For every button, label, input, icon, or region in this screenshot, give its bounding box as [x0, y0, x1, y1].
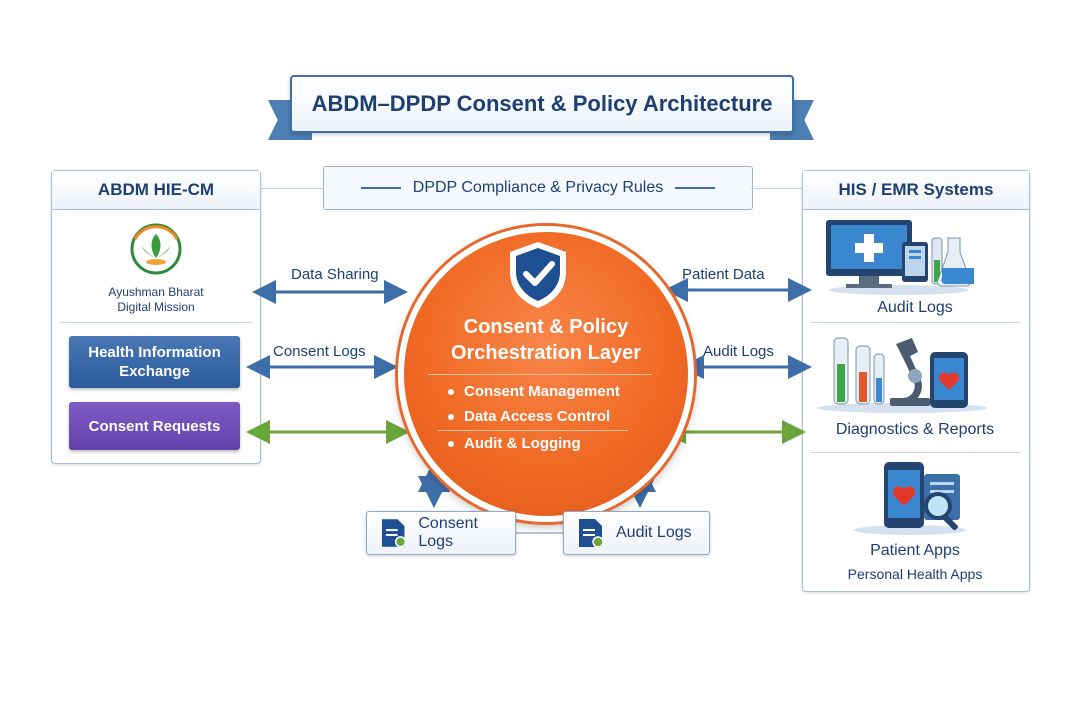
- connector-line: [260, 188, 323, 189]
- center-divider: [438, 430, 628, 431]
- right-item-label: Patient Apps: [870, 542, 960, 559]
- document-search-icon: [579, 519, 604, 548]
- lab-microscope-icon: [817, 337, 987, 413]
- right-item-sublabel: Personal Health Apps: [847, 566, 983, 582]
- right-item-label: Audit Logs: [877, 299, 953, 316]
- health-information-exchange-button[interactable]: Health Information Exchange: [69, 336, 240, 388]
- center-title-line1: Consent & Policy: [463, 316, 629, 338]
- computer-lab-icon: [826, 220, 974, 295]
- consent-logs-label: Consent Logs: [418, 515, 478, 550]
- document-search-icon: [381, 519, 407, 548]
- dpdp-banner-text: DPDP Compliance & Privacy Rules: [412, 179, 664, 196]
- arrow-label-data-sharing: Data Sharing: [291, 266, 379, 283]
- center-list-item: Data Access Control: [448, 408, 610, 425]
- mobile-health-icon: [854, 462, 966, 535]
- dpdp-banner: DPDP Compliance & Privacy Rules: [323, 166, 753, 210]
- page-title: ABDM–DPDP Consent & Policy Architecture: [311, 91, 773, 116]
- audit-logs-label: Audit Logs: [616, 524, 692, 541]
- bullet-dot: [448, 440, 454, 447]
- panel-header: HIS / EMR Systems: [803, 171, 1029, 210]
- audit-logs-box[interactable]: Audit Logs: [563, 511, 710, 555]
- arrow-label-audit-logs: Audit Logs: [703, 343, 774, 360]
- consent-logs-box[interactable]: Consent Logs: [366, 511, 516, 555]
- banner-line-left: [360, 187, 401, 189]
- center-list-item: Consent Management: [448, 383, 620, 400]
- bullet-dot: [448, 413, 454, 420]
- center-item-label: Consent Management: [464, 383, 620, 400]
- arrow-label-patient-data: Patient Data: [682, 266, 765, 283]
- arrow-label-consent-logs: Consent Logs: [273, 343, 366, 360]
- logo-text-line2: Digital Mission: [117, 300, 195, 314]
- consent-requests-button[interactable]: Consent Requests: [69, 402, 240, 450]
- banner-line-right: [675, 187, 716, 189]
- shield-check-icon: [510, 242, 566, 308]
- abdm-logo-icon: [130, 223, 182, 275]
- center-list-item: Audit & Logging: [448, 435, 581, 452]
- center-item-label: Audit & Logging: [464, 435, 581, 452]
- divider: [60, 322, 252, 323]
- center-divider: [428, 374, 652, 375]
- center-item-label: Data Access Control: [464, 408, 611, 425]
- divider: [810, 322, 1020, 323]
- center-title-line2: Orchestration Layer: [450, 342, 642, 364]
- bullet-dot: [448, 388, 454, 395]
- title-banner: ABDM–DPDP Consent & Policy Architecture: [290, 75, 794, 133]
- connector-line: [751, 188, 802, 189]
- right-item-label: Diagnostics & Reports: [835, 421, 995, 438]
- panel-header: ABDM HIE-CM: [52, 171, 260, 210]
- logo-text-line1: Ayushman Bharat: [108, 285, 204, 299]
- divider: [810, 452, 1020, 453]
